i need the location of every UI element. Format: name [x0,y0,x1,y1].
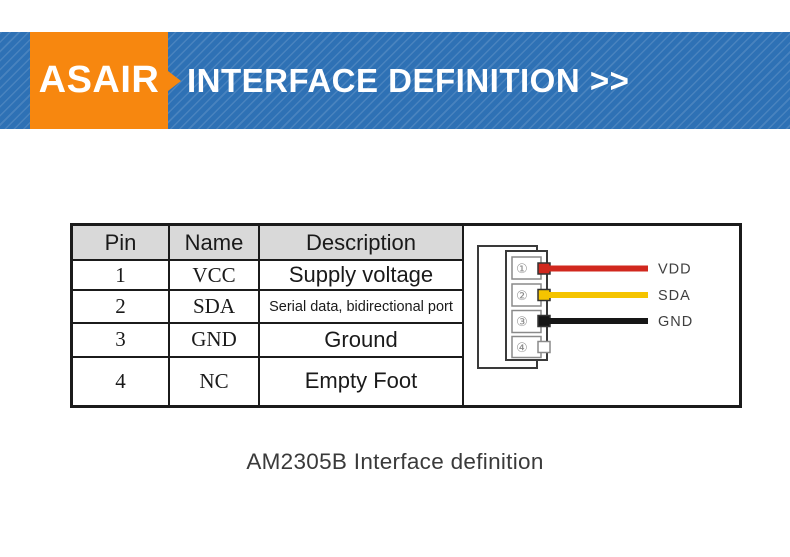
pin-number: 3 [73,321,170,358]
table-row: 4 NC Empty Foot [73,355,464,405]
header-banner: ASAIR INTERFACE DEFINITION >> [0,32,790,129]
table-header-row: Pin Name Description [73,226,464,261]
sda-label: SDA [658,288,691,304]
header-description: Description [258,226,464,261]
pin-name: GND [168,321,260,358]
pin-number: 4 [73,355,170,405]
pin-3-number: ③ [516,315,528,330]
pin-number: 2 [73,289,170,324]
vdd-label: VDD [658,262,692,278]
pin-2-number: ② [516,289,528,304]
asair-logo-text: ASAIR [38,59,160,101]
pin-1-pad [537,262,551,275]
pin-description: Supply voltage [258,258,464,292]
pin-4-pad [537,340,551,354]
connector-diagram: ① ② ③ ④ VDD SDA GND [458,226,745,405]
pin-description: Ground [258,321,464,358]
asair-logo: ASAIR [30,32,168,129]
pin-name: SDA [168,289,260,324]
pin-description: Serial data, bidirectional port [258,289,464,324]
pin-1-number: ① [516,262,528,277]
pin-definition-table: Pin Name Description 1 VCC Supply voltag… [73,226,464,405]
pin-2-pad [537,288,551,302]
gnd-label: GND [658,314,693,330]
section-title: INTERFACE DEFINITION >> [187,61,630,99]
interface-figure: Pin Name Description 1 VCC Supply voltag… [70,223,742,408]
pin-4-number: ④ [516,341,528,356]
pin-name: VCC [168,258,260,292]
pin-3-pad [537,314,551,328]
table-row: 2 SDA Serial data, bidirectional port [73,289,464,324]
pin-name: NC [168,355,260,405]
table-row: 1 VCC Supply voltage [73,258,464,292]
connector-drawing: ① ② ③ ④ VDD SDA GND [477,245,693,369]
header-pin: Pin [73,226,170,261]
header-name: Name [168,226,260,261]
pin-description: Empty Foot [258,355,464,405]
figure-caption: AM2305B Interface definition [246,449,544,474]
logo-arrow-icon [168,70,181,91]
table-row: 3 GND Ground [73,321,464,358]
pin-number: 1 [73,258,170,292]
